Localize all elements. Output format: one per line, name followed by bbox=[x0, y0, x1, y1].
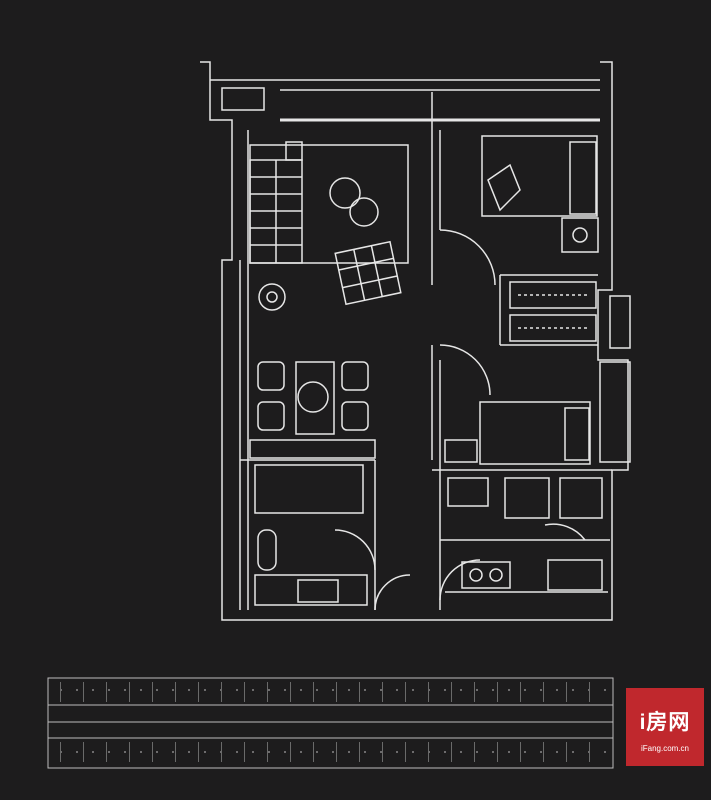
logo-sub: iFang.com.cn bbox=[640, 744, 690, 753]
logo-main: i房网 bbox=[639, 711, 691, 734]
outer-walls bbox=[200, 61, 629, 621]
site-plan bbox=[47, 677, 614, 769]
wardrobes bbox=[509, 281, 631, 349]
kitchen bbox=[439, 477, 608, 601]
living-room bbox=[249, 141, 409, 311]
interior-walls bbox=[240, 92, 612, 610]
bedroom-1 bbox=[481, 135, 599, 253]
bathroom bbox=[254, 464, 376, 606]
ifang-logo: i房网 iFang.com.cn bbox=[626, 688, 704, 766]
bedroom-2 bbox=[444, 361, 631, 465]
doors bbox=[221, 87, 586, 611]
dining-table bbox=[249, 361, 376, 459]
